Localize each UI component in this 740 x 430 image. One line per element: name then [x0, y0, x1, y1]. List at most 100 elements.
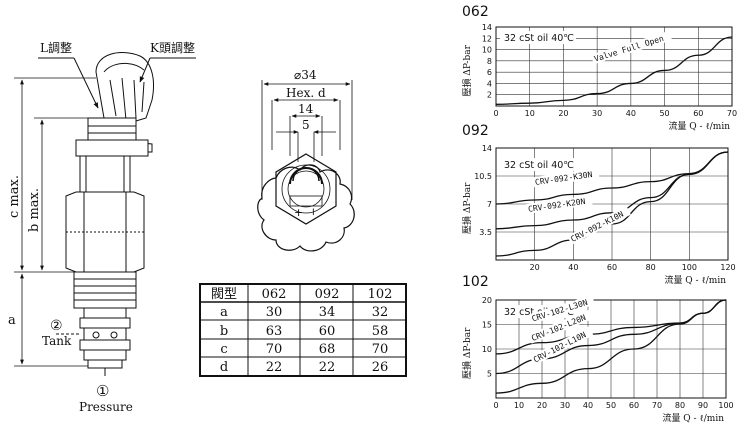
x-tick-label: 120 — [720, 263, 735, 272]
x-tick-label: 40 — [626, 109, 636, 118]
y-tick-label: 10 — [482, 46, 492, 55]
y-tick-label: 10.5 — [474, 172, 492, 181]
plot-frame — [495, 299, 727, 399]
d34-label: ⌀34 — [294, 68, 317, 82]
hex-body — [65, 191, 145, 273]
y-tick-label: 3.5 — [479, 228, 492, 237]
port1-number: ① — [96, 382, 109, 400]
y-tick-label: 10 — [482, 345, 492, 354]
x-axis-label: 流量 Q - ℓ/min — [668, 120, 730, 132]
series-label-background — [527, 309, 594, 344]
x-tick-label: 80 — [646, 263, 656, 272]
series-label-background — [532, 168, 600, 188]
table-cell: 70 — [266, 342, 283, 357]
hex-d-label: Hex. d — [286, 86, 326, 100]
chart-title: 062 — [462, 4, 489, 20]
table-cell: 32 — [372, 305, 389, 320]
y-tick-label: 4 — [487, 79, 492, 88]
x-tick-label: 20 — [558, 109, 568, 118]
series-line — [495, 299, 727, 394]
x-tick-label: 40 — [583, 401, 593, 410]
dim-c-label: c max. — [7, 175, 22, 218]
chart-title: 092 — [462, 123, 489, 139]
d14-label: 14 — [298, 102, 314, 116]
x-tick-label: 70 — [652, 401, 662, 410]
x-tick-label: 10 — [514, 401, 524, 410]
table-cell: 63 — [266, 324, 283, 339]
x-tick-label: 90 — [698, 401, 708, 410]
table-cell: 34 — [319, 305, 336, 320]
x-tick-label: 60 — [629, 401, 639, 410]
x-tick-label: 20 — [537, 401, 547, 410]
y-tick-label: 14 — [482, 144, 492, 153]
minus-mark: I — [312, 208, 315, 218]
port1-label: Pressure — [79, 400, 133, 414]
x-tick-label: 10 — [525, 109, 535, 118]
table-header-row: 閥型 062 092 102 — [211, 287, 392, 302]
y-tick-label: 6 — [487, 68, 492, 77]
port2-label: Tank — [42, 334, 72, 348]
x-tick-label: 100 — [718, 401, 733, 410]
y-tick-label: 12 — [482, 34, 492, 43]
table-cell: 26 — [372, 360, 389, 375]
series-label: CRV-092-K30N — [534, 170, 593, 187]
chart-title: 102 — [462, 274, 489, 290]
note-background — [500, 158, 576, 171]
x-axis-label: 流量 Q - ℓ/min — [662, 412, 724, 424]
y-tick-label: 8 — [487, 57, 492, 66]
table-row: c 70 68 70 — [220, 342, 388, 357]
chart-note: 32 cSt oil 40℃ — [504, 33, 574, 44]
y-tick-label: 20 — [482, 296, 492, 305]
table-cell: 70 — [372, 342, 389, 357]
x-tick-label: 0 — [493, 401, 498, 410]
table-cell: d — [220, 360, 228, 375]
l-adjust-label: L調整 — [40, 40, 72, 55]
series-label-background — [567, 205, 631, 245]
valve-side-view — [56, 52, 154, 376]
y-tick-label: 7 — [487, 200, 492, 209]
y-tick-label: 2 — [487, 91, 492, 100]
table-header-cell: 102 — [368, 287, 393, 302]
hex-outline — [275, 153, 337, 225]
table-cell: c — [220, 342, 227, 357]
x-tick-label: 40 — [568, 263, 578, 272]
series-label-background — [528, 295, 595, 325]
x-tick-label: 70 — [727, 109, 737, 118]
series-label-background — [525, 194, 593, 215]
table-header-cell: 閥型 — [211, 287, 237, 302]
table-cell: 58 — [372, 324, 389, 339]
table-cell: 60 — [319, 324, 336, 339]
dim-a-label: a — [8, 313, 16, 328]
dimension-table: 閥型 062 092 102 a 30 34 32 b 63 60 58 c 7… — [199, 283, 407, 377]
table-cell: 30 — [266, 305, 283, 320]
x-tick-label: 100 — [682, 263, 697, 272]
table-row: d 22 22 26 — [220, 360, 388, 375]
table-row: a 30 34 32 — [220, 305, 388, 320]
chart-note: 32 cSt oil 40℃ — [504, 160, 574, 171]
table-row: b 63 60 58 — [220, 324, 388, 339]
plus-mark: + — [294, 206, 303, 219]
series-label-background — [590, 30, 673, 65]
table-cell: 22 — [266, 360, 283, 375]
k-knob-adjust-label: K頭調整 — [150, 40, 195, 55]
table-header-cell: 092 — [315, 287, 340, 302]
valve-top-view — [257, 80, 355, 252]
x-tick-label: 60 — [607, 263, 617, 272]
y-axis-label: 壓損 ΔP-bar — [461, 327, 473, 379]
knob-outline — [257, 164, 355, 252]
adjust-callouts — [38, 57, 196, 109]
y-tick-label: 14 — [482, 23, 492, 32]
thread-section — [73, 271, 137, 309]
table-cell: a — [220, 305, 228, 320]
x-tick-label: 30 — [560, 401, 570, 410]
x-tick-label: 0 — [493, 109, 498, 118]
table-cell: b — [220, 324, 228, 339]
x-tick-label: 30 — [592, 109, 602, 118]
y-tick-label: 5 — [487, 370, 492, 379]
valve-dimensions — [14, 77, 96, 367]
lock-nut — [87, 117, 137, 141]
